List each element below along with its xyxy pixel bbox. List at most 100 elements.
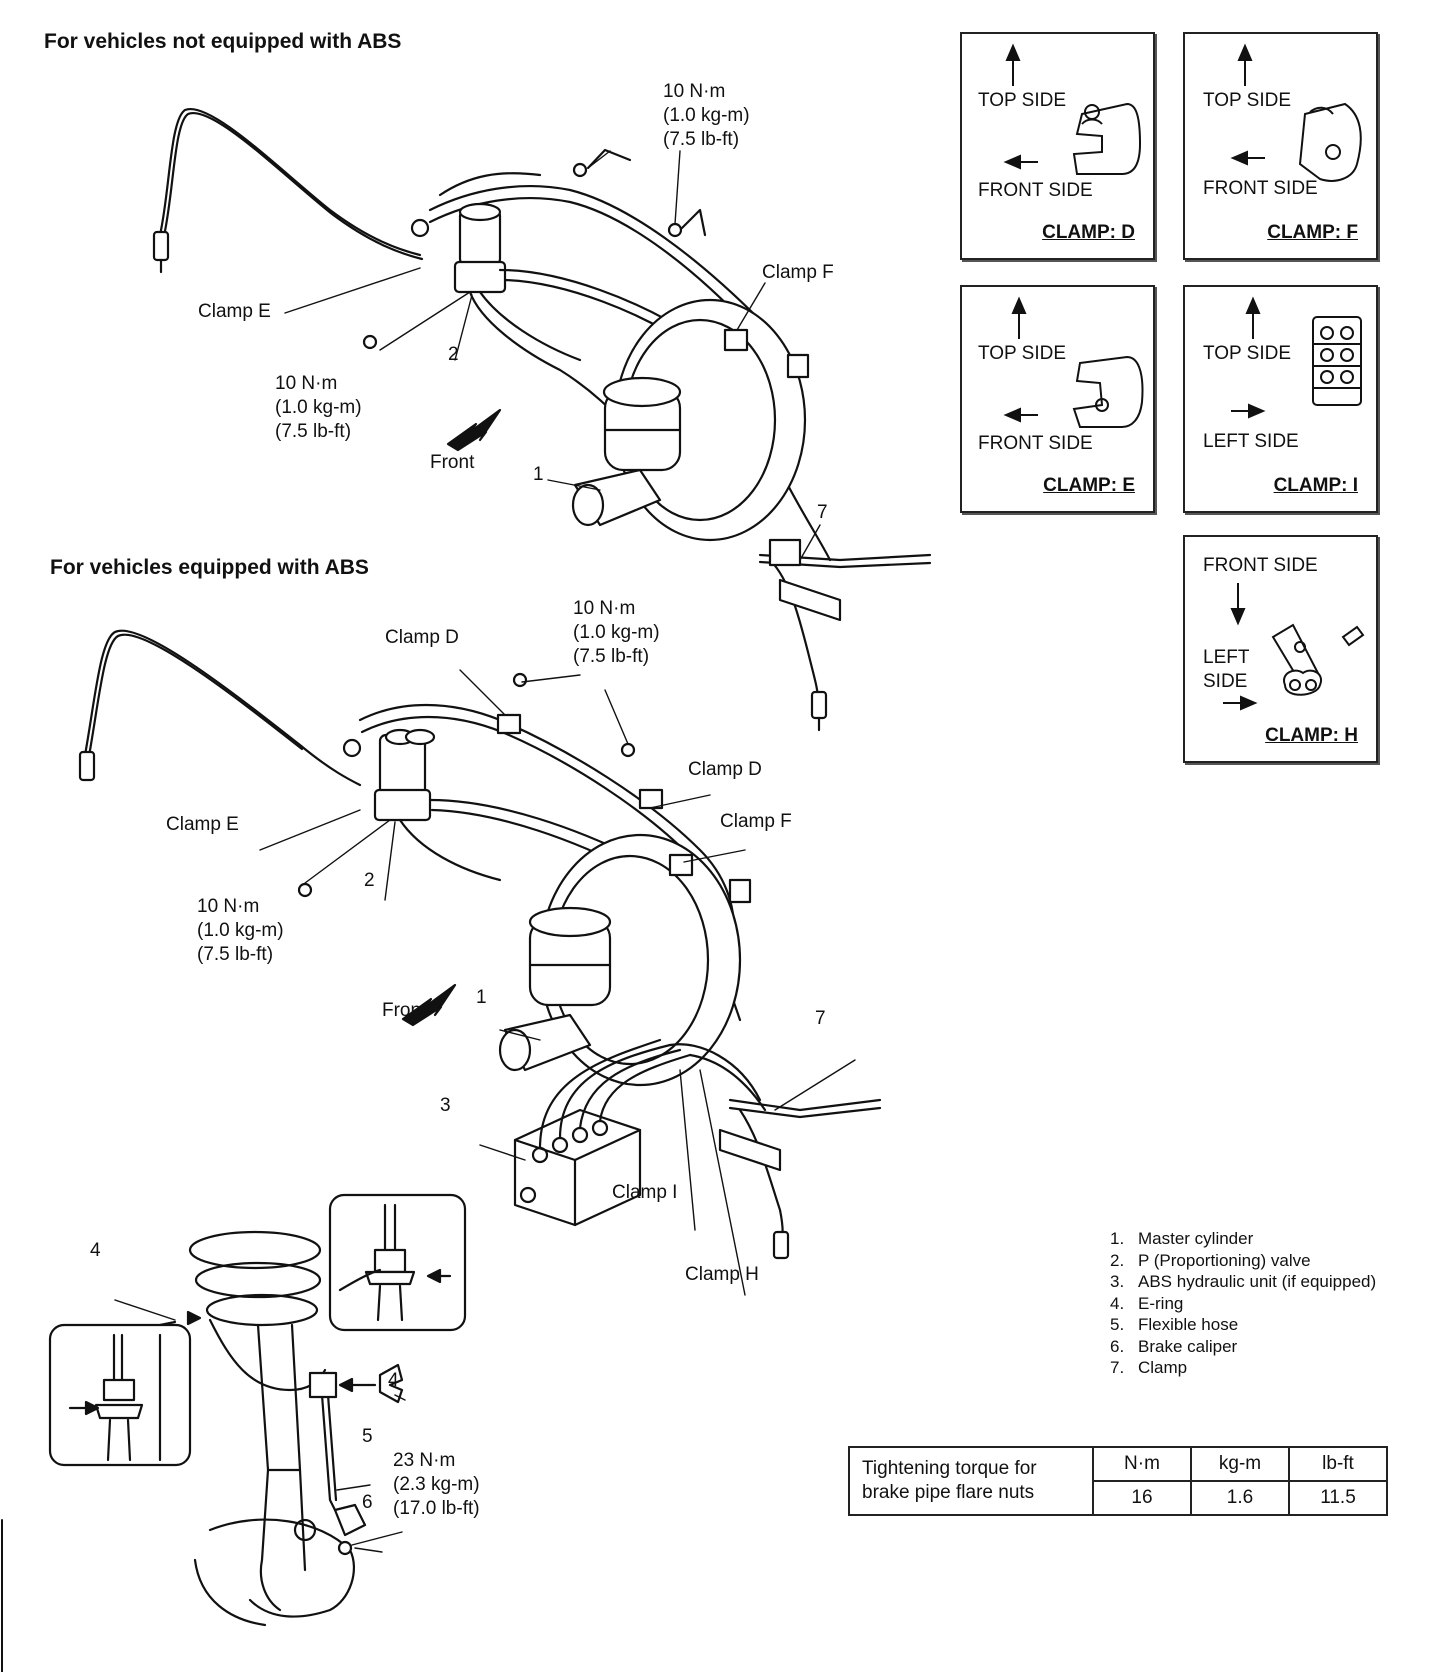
legend-item: 5. Flexible hose (1110, 1314, 1376, 1336)
label-num-7-abs: 7 (815, 1008, 826, 1029)
label-num-2-top: 2 (448, 344, 459, 365)
label-num-5: 5 (362, 1426, 373, 1447)
clamp-h-name: CLAMP: H (1265, 725, 1358, 746)
label-clamp-d-top-abs: Clamp D (385, 627, 459, 648)
legend-item: 6. Brake caliper (1110, 1336, 1376, 1358)
label-num-1-top: 1 (533, 464, 544, 485)
legend-item: 1. Master cylinder (1110, 1228, 1376, 1250)
label-clamp-h-abs: Clamp H (685, 1264, 759, 1285)
heading-abs: For vehicles equipped with ABS (50, 556, 369, 579)
label-num-4-lower: 4 (388, 1370, 399, 1391)
label-num-4-upper: 4 (90, 1240, 101, 1261)
clamp-e-name: CLAMP: E (1043, 475, 1135, 496)
legend-text: Clamp (1138, 1358, 1188, 1377)
torque-kgm: (1.0 kg-m) (663, 105, 750, 126)
legend-num: 3. (1110, 1272, 1125, 1291)
heading-no-abs: For vehicles not equipped with ABS (44, 30, 402, 53)
label-num-1-abs: 1 (476, 987, 487, 1008)
torque-left-abs: 10 N·m (1.0 kg-m) (7.5 lb-ft) (197, 895, 284, 967)
top-leader-lines (284, 150, 821, 561)
clamp-i-box: TOP SIDE LEFT SIDE CLAMP: I (1183, 285, 1378, 513)
legend-item: 3. ABS hydraulic unit (if equipped) (1110, 1271, 1376, 1293)
torque-kgm: (1.0 kg-m) (275, 397, 362, 418)
table-value-lbft: 11.5 (1288, 1480, 1388, 1516)
clamp-f-name: CLAMP: F (1267, 222, 1358, 243)
clamp-d-box: TOP SIDE FRONT SIDE CLAMP: D (960, 32, 1155, 260)
torque-lbft: (17.0 lb-ft) (393, 1498, 480, 1519)
torque-spec-table: Tightening torque for brake pipe flare n… (848, 1446, 1388, 1516)
torque-lbft: (7.5 lb-ft) (663, 129, 740, 150)
torque-nm: 10 N·m (275, 373, 338, 394)
label-clamp-f-top: Clamp F (762, 262, 834, 283)
front-arrow-abs (401, 983, 457, 1027)
strut-inset-left (48, 1323, 192, 1467)
legend-text: Flexible hose (1138, 1315, 1239, 1334)
table-header-lbft: lb-ft (1288, 1446, 1388, 1482)
table-header-nm: N·m (1092, 1446, 1192, 1482)
clamp-e-front-side: FRONT SIDE (978, 433, 1093, 454)
clamp-h-front-side: FRONT SIDE (1203, 555, 1318, 576)
abs-brake-assembly (78, 629, 882, 1260)
table-value-nm: 16 (1092, 1480, 1192, 1516)
label-clamp-i-abs: Clamp I (612, 1182, 678, 1203)
label-num-3-abs: 3 (440, 1095, 451, 1116)
torque-kgm: (2.3 kg-m) (393, 1474, 480, 1495)
legend-num: 6. (1110, 1336, 1125, 1356)
torque-desc-line1: Tightening torque for (862, 1458, 1037, 1479)
parts-legend: 1. Master cylinder 2. P (Proportioning) va… (1110, 1228, 1376, 1379)
torque-table-description: Tightening torque for brake pipe flare n… (848, 1446, 1094, 1516)
legend-text: ABS hydraulic unit (if equipped) (1138, 1272, 1377, 1291)
clamp-d-front-side: FRONT SIDE (978, 180, 1093, 201)
legend-text: Master cylinder (1138, 1229, 1254, 1248)
clamp-i-left-side: LEFT SIDE (1203, 431, 1299, 452)
torque-kgm: (1.0 kg-m) (197, 920, 284, 941)
clamp-e-box: TOP SIDE FRONT SIDE CLAMP: E (960, 285, 1155, 513)
clamp-h-side: SIDE (1203, 671, 1248, 692)
torque-left-no-abs: 10 N·m (1.0 kg-m) (7.5 lb-ft) (275, 372, 362, 444)
legend-text: Brake caliper (1138, 1336, 1238, 1356)
torque-desc-line2: brake pipe flare nuts (862, 1482, 1035, 1503)
legend-item: 2. P (Proportioning) valve (1110, 1250, 1376, 1272)
torque-nm: 10 N·m (663, 81, 726, 102)
torque-nm: 10 N·m (573, 598, 636, 619)
torque-lbft: (7.5 lb-ft) (197, 944, 274, 965)
legend-num: 5. (1110, 1315, 1125, 1334)
front-arrow-top (446, 408, 502, 452)
legend-num: 1. (1110, 1229, 1125, 1248)
table-row: 16 1.6 11.5 (849, 1480, 1388, 1516)
legend-text: E-ring (1138, 1293, 1184, 1313)
label-front-abs: Front (382, 1000, 427, 1021)
clamp-i-top-side: TOP SIDE (1203, 343, 1291, 364)
clamp-d-name: CLAMP: D (1042, 222, 1135, 243)
clamp-d-top-side: TOP SIDE (978, 90, 1066, 111)
label-clamp-e-top: Clamp E (198, 301, 271, 322)
label-clamp-f-abs: Clamp F (720, 811, 792, 832)
legend-item: 4.E-ring (1110, 1293, 1376, 1315)
legend-num: 7. (1110, 1358, 1125, 1377)
legend-text: P (Proportioning) valve (1138, 1250, 1311, 1270)
table-header-kgm: kg-m (1190, 1446, 1290, 1482)
clamp-f-box: TOP SIDE FRONT SIDE CLAMP: F (1183, 32, 1378, 260)
legend-num: 2. (1110, 1250, 1125, 1270)
clamp-h-box: FRONT SIDE LEFT SIDE CLAMP: H (1183, 535, 1378, 763)
legend-item: 7. Clamp (1110, 1357, 1376, 1379)
table-value-kgm: 1.6 (1190, 1480, 1290, 1516)
label-front-top: Front (430, 452, 475, 473)
abs-leader-lines (259, 669, 856, 1296)
torque-lbft: (7.5 lb-ft) (275, 421, 352, 442)
torque-kgm: (1.0 kg-m) (573, 622, 660, 643)
torque-top-no-abs: 10 N·m (1.0 kg-m) (7.5 lb-ft) (663, 80, 750, 152)
torque-top-abs: 10 N·m (1.0 kg-m) (7.5 lb-ft) (573, 597, 660, 669)
strut-inset-right (328, 1193, 467, 1332)
label-clamp-d-right-abs: Clamp D (688, 759, 762, 780)
clamp-i-name: CLAMP: I (1273, 475, 1358, 496)
strut-assembly (158, 1230, 404, 1627)
clamp-f-front-side: FRONT SIDE (1203, 178, 1318, 199)
torque-caliper: 23 N·m (2.3 kg-m) (17.0 lb-ft) (393, 1449, 480, 1521)
torque-nm: 23 N·m (393, 1450, 456, 1471)
label-num-7-top: 7 (817, 502, 828, 523)
table-row: Tightening torque for brake pipe flare n… (848, 1446, 1388, 1516)
label-num-2-abs: 2 (364, 870, 375, 891)
torque-nm: 10 N·m (197, 896, 260, 917)
